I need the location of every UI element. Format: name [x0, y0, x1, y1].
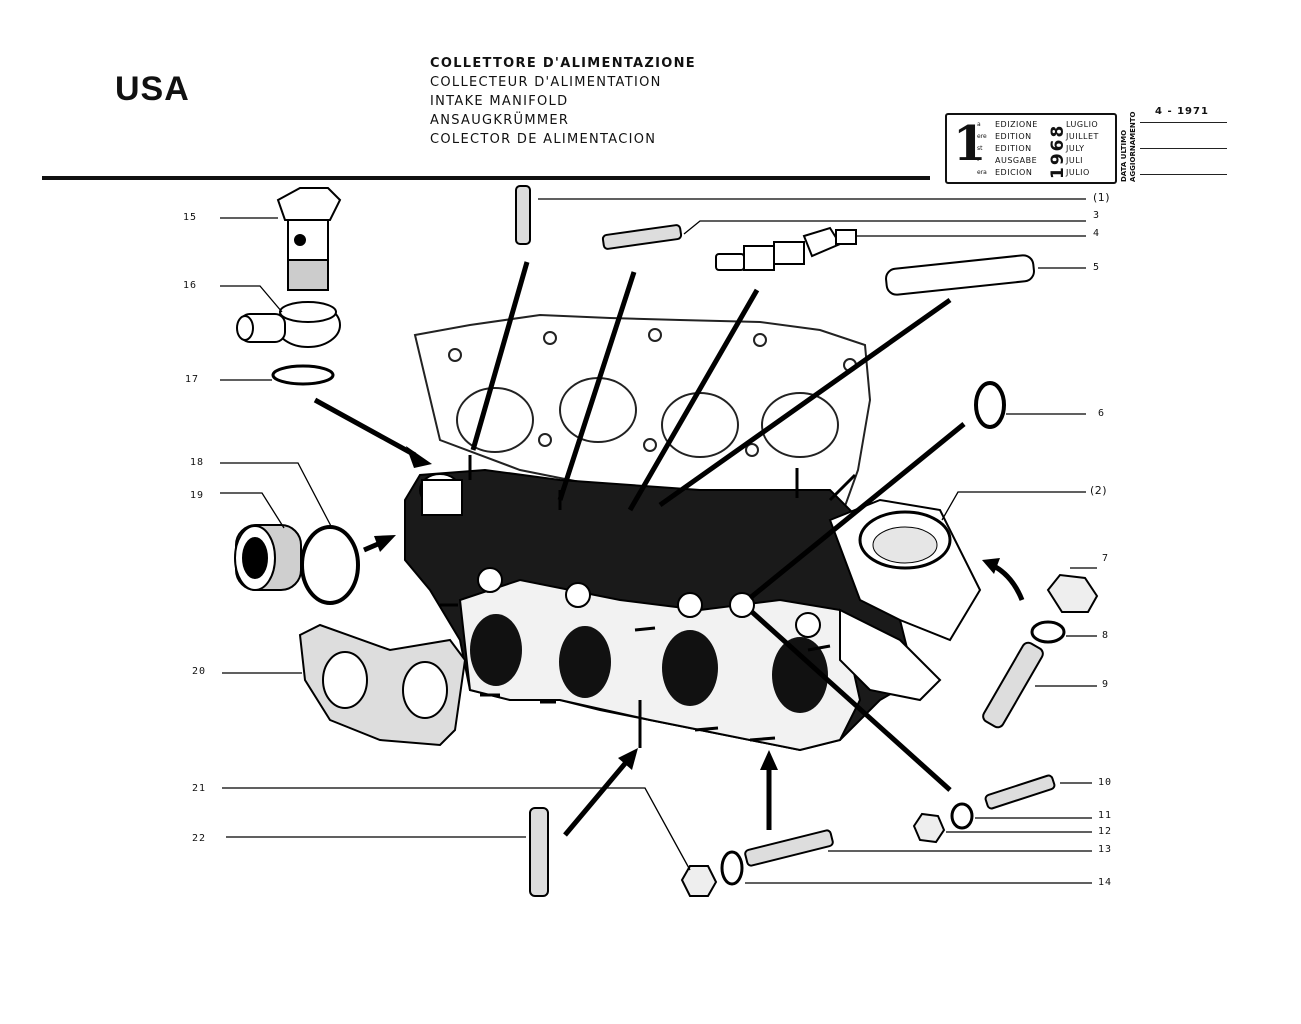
washer-part-8	[1030, 620, 1066, 644]
o-ring-part	[974, 381, 1006, 429]
stud-part-9	[982, 641, 1044, 729]
assembly-arrows	[313, 261, 1025, 837]
edition-suffix-en: st	[977, 145, 983, 152]
nipple-fitting-part	[715, 226, 857, 271]
title-italian: COLLETTORE D'ALIMENTAZIONE	[430, 56, 696, 71]
ref-12: 12	[1098, 826, 1113, 837]
stud-part-3	[601, 224, 683, 250]
ref-5: 5	[1093, 262, 1101, 273]
last-update-date: 4 - 1971	[1155, 106, 1209, 117]
banjo-fitting-part	[236, 301, 341, 348]
ref-17: 17	[185, 374, 200, 385]
banjo-bolt-part	[276, 187, 342, 291]
stud-part-10	[984, 774, 1056, 810]
ref-18: 18	[190, 457, 205, 468]
edition-month-it: LUGLIO	[1066, 120, 1099, 129]
title-german: ANSAUGKRÜMMER	[430, 113, 570, 128]
ref-16: 16	[183, 280, 198, 291]
sealing-ring-part	[300, 525, 360, 605]
edition-suffix-es: era	[977, 169, 987, 176]
ref-21: 21	[192, 783, 207, 794]
region-label: USA	[115, 70, 190, 108]
pin-part-5	[885, 254, 1035, 296]
ref-22: 22	[192, 833, 207, 844]
ref-1: (1)	[1093, 191, 1111, 204]
edition-month-de: JULI	[1066, 156, 1084, 165]
stud-part-13	[744, 829, 834, 867]
ref-13: 13	[1098, 844, 1113, 855]
ref-6: 6	[1098, 408, 1106, 419]
ref-9: 9	[1102, 679, 1110, 690]
threaded-fitting-part	[234, 524, 302, 591]
page-title-block: COLLETTORE D'ALIMENTAZIONE COLLECTEUR D'…	[430, 54, 696, 149]
edition-month-en: JULY	[1066, 144, 1085, 153]
pin-part	[515, 185, 531, 245]
washer-part-17	[271, 364, 335, 386]
edition-number: 1	[953, 116, 987, 172]
update-line-2	[1140, 148, 1227, 149]
ref-15: 15	[183, 212, 198, 223]
nut-part-12	[912, 812, 946, 844]
title-french: COLLECTEUR D'ALIMENTATION	[430, 75, 662, 90]
nut-part-7	[1046, 573, 1099, 613]
title-spanish: COLECTOR DE ALIMENTACION	[430, 132, 657, 147]
header-rule	[42, 176, 930, 180]
nut-part-21	[680, 865, 718, 897]
ref-14: 14	[1098, 877, 1113, 888]
ref-4: 4	[1093, 228, 1101, 239]
edition-label-en: EDITION	[995, 144, 1032, 153]
update-line-3	[1140, 174, 1227, 175]
washer-part-11	[950, 802, 974, 830]
ref-7: 7	[1102, 553, 1110, 564]
edition-suffix-de: -	[977, 157, 980, 164]
washer-part-14	[720, 850, 744, 886]
ref-19: 19	[190, 490, 205, 501]
stud-part-22	[529, 807, 549, 897]
ref-20: 20	[192, 666, 207, 677]
ref-8: 8	[1102, 630, 1110, 641]
edition-label-it: EDIZIONE	[995, 120, 1038, 129]
flange-gasket-part	[298, 623, 467, 747]
title-english: INTAKE MANIFOLD	[430, 94, 569, 109]
edition-box: 1 a ere st - era EDIZIONE EDITION EDITIO…	[945, 113, 1117, 184]
leader-lines	[220, 198, 1097, 884]
edition-month-es: JULIO	[1066, 168, 1090, 177]
ref-10: 10	[1098, 777, 1113, 788]
ref-2: (2)	[1090, 484, 1108, 497]
edition-label-es: EDICION	[995, 168, 1033, 177]
update-line-1	[1140, 122, 1227, 123]
edition-label-fr: EDITION	[995, 132, 1032, 141]
edition-suffix-fr: ere	[977, 133, 987, 140]
ref-3: 3	[1093, 210, 1101, 221]
intake-manifold-body	[404, 455, 982, 752]
ref-11: 11	[1098, 810, 1113, 821]
edition-label-de: AUSGABE	[995, 156, 1038, 165]
edition-month-fr: JUILLET	[1066, 132, 1099, 141]
edition-suffix-it: a	[977, 121, 981, 128]
